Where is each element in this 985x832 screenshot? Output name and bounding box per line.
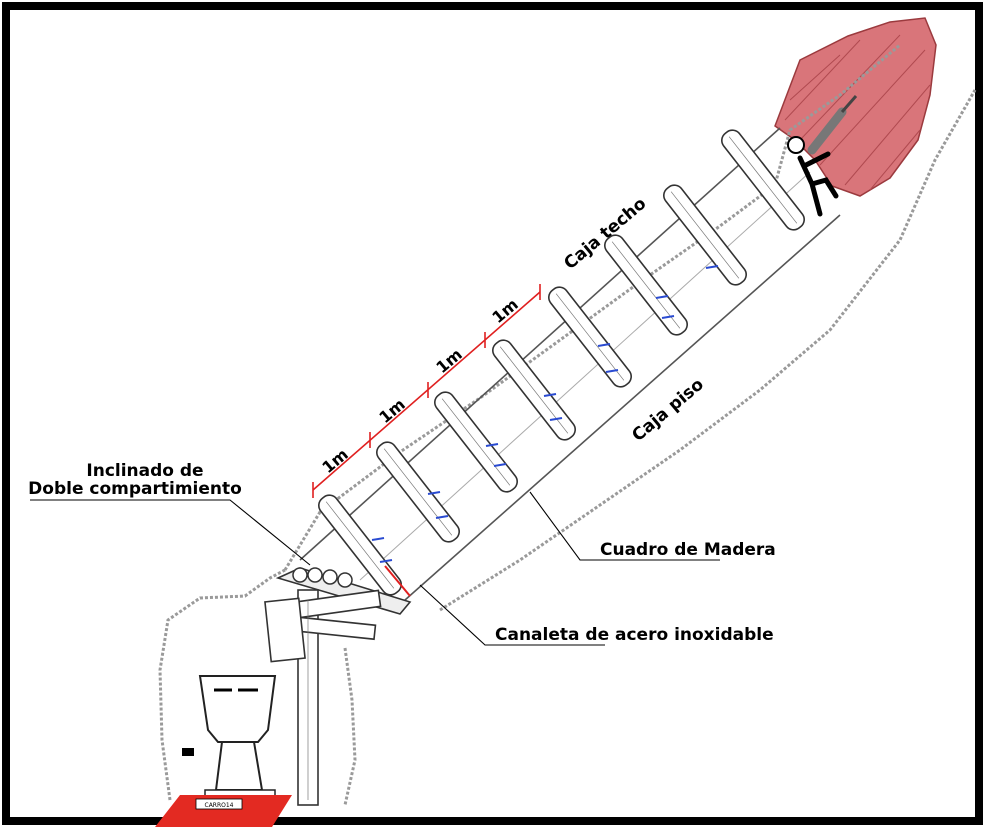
miner-with-drill-icon [787, 95, 858, 217]
dimension-line [312, 284, 541, 498]
timber-set [721, 129, 805, 231]
meter-label: 1m [375, 395, 409, 427]
drift-rock-outline-lower [439, 89, 977, 612]
ore-car-icon [182, 675, 277, 799]
blue-marks [371, 265, 719, 563]
meter-label: 1m [318, 445, 352, 477]
hanging-wall-line [299, 127, 781, 561]
ore-face-icon [774, 17, 937, 197]
chamber-rock-outline [158, 568, 357, 806]
cuadro-label: Cuadro de Madera [600, 540, 776, 560]
timber-set [604, 234, 688, 336]
cuadro-leader [529, 491, 720, 561]
caja-piso-label: Caja piso [628, 375, 707, 446]
rail-track [155, 795, 292, 827]
timber-set [318, 494, 402, 596]
timber-set [663, 184, 747, 286]
chute-support [264, 589, 382, 806]
inclinado-leader [30, 499, 311, 566]
canaleta-label: Canaleta de acero inoxidable [495, 625, 774, 645]
timber-sets [318, 129, 805, 596]
meter-label: 1m [432, 345, 466, 377]
timber-set [434, 391, 518, 493]
inclinado-label-line1: Inclinado de [86, 461, 203, 481]
timber-set [548, 286, 632, 388]
ore-car-label: CARRO14 [205, 802, 234, 809]
inclinado-label-line2: Doble compartimiento [28, 479, 242, 499]
timber-set [492, 339, 576, 441]
footwall-line [404, 214, 841, 601]
canaleta-leader [419, 584, 605, 646]
meter-label: 1m [488, 295, 522, 327]
